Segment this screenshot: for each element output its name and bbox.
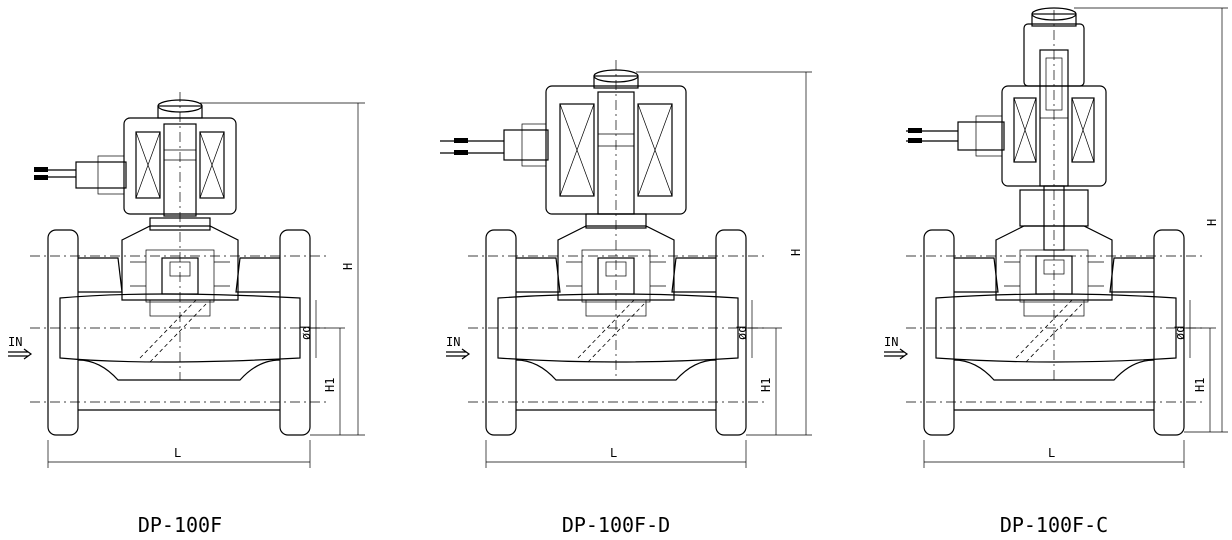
dimension-label-height: H — [341, 263, 355, 270]
dimension-lines — [485, 71, 812, 468]
inlet-arrow-icon — [446, 348, 471, 360]
dimension-label-height: H — [789, 249, 803, 256]
inlet-label: IN — [884, 335, 898, 349]
valve-body — [30, 92, 330, 436]
solenoid-coil — [1001, 7, 1107, 187]
model-label: DP-100F-C — [1000, 513, 1108, 537]
inlet-arrow-icon — [884, 348, 909, 360]
dimension-label-height-center: H1 — [1193, 378, 1207, 392]
dimension-label-length: L — [174, 446, 181, 460]
solenoid-coil — [545, 69, 687, 215]
inlet-arrow-icon — [8, 348, 33, 360]
lead-wire-connector — [906, 115, 1005, 157]
dimension-label-height-center: H1 — [323, 378, 337, 392]
dimension-label-length: L — [1048, 446, 1055, 460]
dimension-label-diameter: ød — [1173, 326, 1187, 340]
valve-body — [468, 60, 768, 436]
valve-drawing-dp-100f-c: H H1 ød L IN DP-100F-C — [884, 7, 1228, 537]
dimension-lines — [923, 7, 1228, 468]
inlet-label: IN — [8, 335, 22, 349]
dimension-label-diameter: ød — [299, 326, 313, 340]
dimension-label-length: L — [610, 446, 617, 460]
dimension-label-diameter: ød — [735, 326, 749, 340]
valve-drawing-dp-100f: H H1 ød L IN DP-100F — [8, 92, 365, 537]
dimension-lines — [47, 102, 365, 468]
dimension-label-height: H — [1205, 219, 1219, 226]
solenoid-coil — [123, 99, 237, 217]
valve-bonnet — [121, 217, 239, 317]
lead-wire-connector — [34, 155, 127, 195]
valve-drawing-dp-100f-d: H H1 ød L IN DP-100F-D — [440, 60, 812, 537]
dimension-label-height-center: H1 — [759, 378, 773, 392]
model-label: DP-100F — [138, 513, 222, 537]
lead-wire-connector — [440, 123, 549, 167]
model-label: DP-100F-D — [562, 513, 670, 537]
valve-bonnet — [557, 213, 675, 317]
inlet-label: IN — [446, 335, 460, 349]
valve-body — [906, 10, 1206, 436]
